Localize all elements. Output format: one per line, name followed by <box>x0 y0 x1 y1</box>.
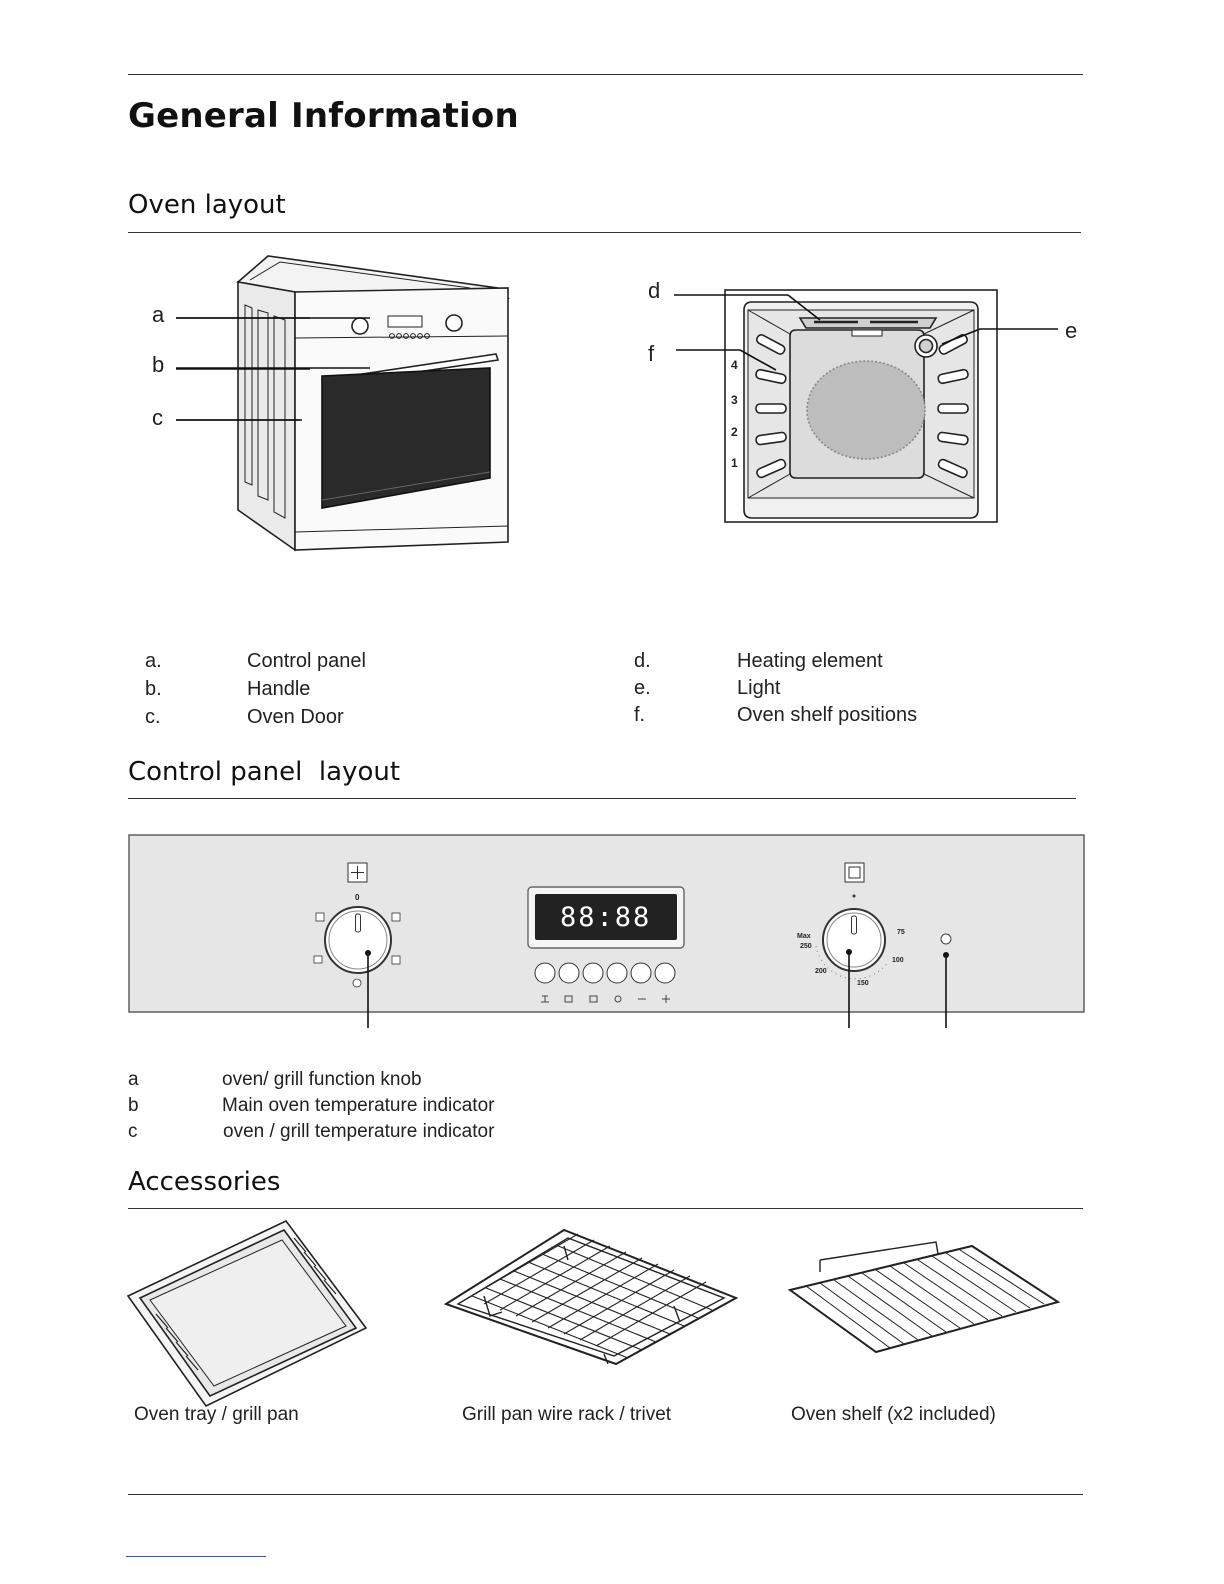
wire-rack-icon <box>444 1228 739 1366</box>
temp-scale-75: 75 <box>897 929 905 936</box>
oven-exterior-diagram <box>236 255 510 552</box>
oven-interior-diagram <box>724 289 998 523</box>
legend-label-d: Heating element <box>737 650 883 672</box>
legend-key-a: a. <box>145 650 162 672</box>
legend-key-b: b. <box>145 678 162 700</box>
accessory-label-rack: Grill pan wire rack / trivet <box>462 1404 672 1425</box>
cp-legend-key-c: c <box>128 1121 138 1142</box>
cp-legend-label-c: oven / grill temperature indicator <box>223 1121 495 1142</box>
callout-leaders-left <box>176 317 370 421</box>
cp-legend-key-b: b <box>128 1095 139 1116</box>
control-panel-rule <box>128 798 1076 799</box>
accessories-rule <box>128 1208 1083 1209</box>
top-rule <box>128 74 1083 75</box>
oven-layout-rule <box>128 232 1081 233</box>
legend-label-e: Light <box>737 677 781 699</box>
callout-e: e <box>1065 318 1078 343</box>
legend-label-b: Handle <box>247 678 311 700</box>
temp-scale-250: 250 <box>800 943 812 950</box>
shelf-number-3: 3 <box>731 393 738 407</box>
cp-legend-key-a: a <box>128 1069 139 1090</box>
left-knob-zero-mark: 0 <box>355 893 360 902</box>
cp-legend-label-b: Main oven temperature indicator <box>222 1095 495 1116</box>
callout-b: b <box>152 352 165 377</box>
temp-scale-max: Max <box>797 933 811 940</box>
temp-scale-150: 150 <box>857 980 869 987</box>
callout-d: d <box>648 278 661 303</box>
control-panel-diagram <box>128 834 1085 1028</box>
shelf-number-1: 1 <box>731 456 738 470</box>
callout-leaders-right <box>674 294 1058 371</box>
oven-tray-icon <box>126 1219 368 1408</box>
accessory-label-tray: Oven tray / grill pan <box>134 1404 299 1425</box>
temp-scale-200: 200 <box>815 968 827 975</box>
bottom-rule <box>128 1494 1083 1495</box>
clock-display: 88:88 <box>560 902 652 933</box>
oven-layout-heading: Oven layout <box>128 190 286 220</box>
oven-shelf-icon <box>787 1241 1061 1354</box>
legend-label-c: Oven Door <box>247 706 344 728</box>
shelf-number-4: 4 <box>731 358 738 372</box>
legend-label-f: Oven shelf positions <box>737 704 918 726</box>
accessories-heading: Accessories <box>128 1167 281 1197</box>
legend-key-c: c. <box>145 706 161 728</box>
accessory-label-shelf: Oven shelf (x2 included) <box>791 1404 996 1425</box>
legend-key-f: f. <box>634 704 646 726</box>
footer-link-line <box>126 1556 266 1557</box>
legend-key-e: e. <box>634 677 651 699</box>
callout-f: f <box>648 341 655 366</box>
page-title: General Information <box>128 96 519 136</box>
temp-scale-100: 100 <box>892 957 904 964</box>
control-panel-heading: Control panel layout <box>128 757 401 787</box>
callout-c: c <box>152 405 163 430</box>
callout-a: a <box>152 302 165 327</box>
legend-label-a: Control panel <box>247 650 366 672</box>
cp-legend-label-a: oven/ grill function knob <box>222 1069 422 1090</box>
shelf-number-2: 2 <box>731 425 738 439</box>
legend-key-d: d. <box>634 650 651 672</box>
